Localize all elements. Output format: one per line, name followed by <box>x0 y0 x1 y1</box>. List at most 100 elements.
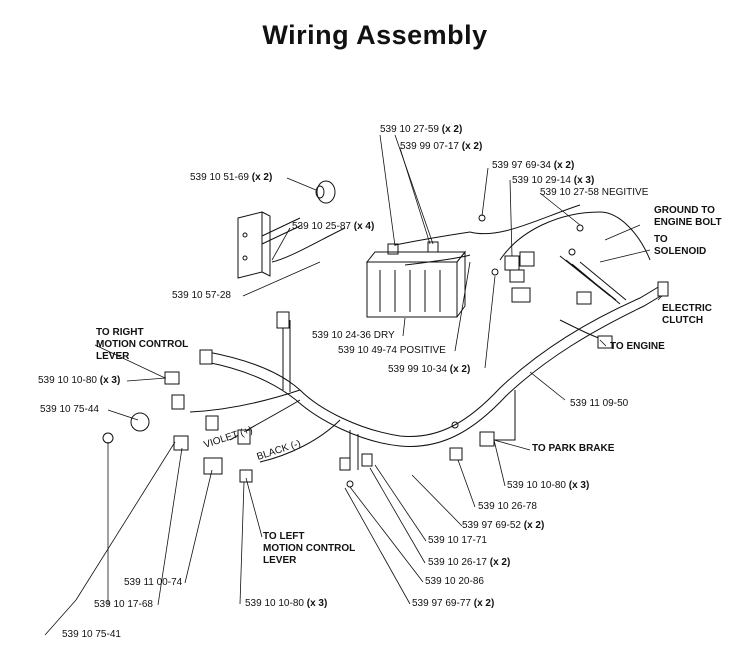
part-qty: (x 4) <box>353 221 375 232</box>
callout-line: CLUTCH <box>662 315 704 326</box>
part-label: 539 10 51-69 (x 2) <box>190 172 272 184</box>
callout-solenoid: TO SOLENOID <box>654 234 706 258</box>
part-qty: (x 2) <box>473 598 495 609</box>
part-number: 539 99 07-17 <box>400 141 459 152</box>
part-number: 539 10 27-59 <box>380 124 439 135</box>
callout-line: SOLENOID <box>654 246 707 257</box>
callout-line: GROUND TO <box>654 205 715 216</box>
harness-branch-left-1 <box>189 389 301 413</box>
part-qty: (x 2) <box>553 160 575 171</box>
harness-main <box>207 285 661 438</box>
part-label: 539 10 10-80 (x 3) <box>38 375 120 387</box>
wire-to-solenoid <box>499 211 651 261</box>
wire-mark-black: BLACK (-) <box>256 438 303 463</box>
part-label: 539 99 07-17 (x 2) <box>400 141 482 153</box>
part-label: 539 97 69-77 (x 2) <box>412 598 494 610</box>
part-label: 539 10 29-14 (x 3) <box>512 175 594 187</box>
callout-line: TO RIGHT <box>96 327 144 338</box>
part-label: 539 97 69-34 (x 2) <box>492 160 574 172</box>
wire-negative <box>469 204 581 235</box>
part-label: 539 11 09-50 <box>570 398 628 410</box>
key-switch <box>315 180 336 204</box>
part-qty: (x 2) <box>523 520 545 531</box>
part-label: 539 10 27-58 NEGITIVE <box>540 187 648 199</box>
part-qty: (x 2) <box>489 557 511 568</box>
part-number: 539 97 69-77 <box>412 598 471 609</box>
part-number: 539 97 69-52 <box>462 520 521 531</box>
part-label: 539 10 26-17 (x 2) <box>428 557 510 569</box>
part-number: 539 11 09-50 <box>570 398 629 409</box>
connectors <box>102 281 669 483</box>
part-number: 539 10 24-36 DRY <box>312 330 395 341</box>
part-label: 539 10 75-41 <box>62 629 121 641</box>
part-number: 539 10 20-86 <box>425 576 484 587</box>
part-number: 539 10 25-87 <box>292 221 351 232</box>
part-qty: (x 3) <box>573 175 595 186</box>
part-label: 539 10 17-68 <box>94 599 153 611</box>
harness-branch-left-3 <box>259 419 341 463</box>
callout-clutch: ELECTRIC CLUTCH <box>662 303 712 327</box>
part-qty: (x 3) <box>306 598 328 609</box>
part-number: 539 10 29-14 <box>512 175 571 186</box>
part-number: 539 10 10-80 <box>507 480 566 491</box>
part-label: 539 10 20-86 <box>425 576 484 588</box>
harness-main-outer <box>205 293 665 447</box>
wire-right-bundle <box>559 255 627 305</box>
part-number: 539 10 49-74 POSITIVE <box>338 345 446 356</box>
part-label: 539 10 10-80 (x 3) <box>245 598 327 610</box>
part-qty: (x 2) <box>449 364 471 375</box>
part-label: 539 10 10-80 (x 3) <box>507 480 589 492</box>
part-label: 539 10 27-59 (x 2) <box>380 124 462 136</box>
part-qty: (x 3) <box>568 480 590 491</box>
part-label: 539 10 26-78 <box>478 501 537 513</box>
callout-engine: TO ENGINE <box>610 341 665 353</box>
part-number: 539 10 75-44 <box>40 404 99 415</box>
part-label: 539 10 24-36 DRY <box>312 330 395 342</box>
part-label: 539 11 00-74 <box>124 577 182 589</box>
callout-line: MOTION CONTROL <box>263 543 356 554</box>
callout-line: MOTION CONTROL <box>96 339 189 350</box>
part-label: 539 99 10-34 (x 2) <box>388 364 470 376</box>
part-number: 539 10 26-17 <box>428 557 487 568</box>
part-number: 539 10 51-69 <box>190 172 249 183</box>
part-number: 539 10 10-80 <box>38 375 97 386</box>
bracket <box>237 211 346 279</box>
battery-cable-positive <box>404 254 471 266</box>
part-label: 539 97 69-52 (x 2) <box>462 520 544 532</box>
callout-line: ELECTRIC <box>662 303 712 314</box>
page-title: Wiring Assembly <box>262 20 488 50</box>
callout-ground: GROUND TO ENGINE BOLT <box>654 205 722 229</box>
part-number: 539 99 10-34 <box>388 364 447 375</box>
harness-branch-left-2 <box>229 399 301 441</box>
harness-branch-top <box>282 320 291 392</box>
part-qty: (x 2) <box>251 172 273 183</box>
part-number: 539 10 17-71 <box>428 535 487 546</box>
part-label: 539 10 75-44 <box>40 404 99 416</box>
leader-lines <box>44 134 663 636</box>
callout-line: LEVER <box>96 351 130 362</box>
callout-line: TO <box>654 234 668 245</box>
callout-right-lever: TO RIGHT MOTION CONTROL LEVER <box>96 327 188 363</box>
callout-line: LEVER <box>263 555 297 566</box>
part-qty: (x 2) <box>461 141 483 152</box>
part-number: 539 10 10-80 <box>245 598 304 609</box>
battery <box>365 241 467 318</box>
part-number: 539 10 17-68 <box>94 599 153 610</box>
callout-line: ENGINE BOLT <box>654 217 722 228</box>
part-label: 539 10 25-87 (x 4) <box>292 221 374 233</box>
callout-line: TO PARK BRAKE <box>532 443 615 454</box>
part-label: 539 10 17-71 <box>428 535 487 547</box>
part-number: 539 10 57-28 <box>172 290 231 301</box>
part-qty: (x 2) <box>441 124 463 135</box>
part-qty: (x 3) <box>99 375 121 386</box>
battery-cable-top <box>394 231 471 246</box>
part-label: 539 10 57-28 <box>172 290 231 302</box>
part-number: 539 10 26-78 <box>478 501 537 512</box>
part-number: 539 11 00-74 <box>124 577 183 588</box>
part-number: 539 10 27-58 NEGITIVE <box>540 187 649 198</box>
part-number: 539 10 75-41 <box>62 629 121 640</box>
harness-branch-park <box>490 390 516 441</box>
callout-line: TO ENGINE <box>610 341 665 352</box>
callout-line: TO LEFT <box>263 531 305 542</box>
